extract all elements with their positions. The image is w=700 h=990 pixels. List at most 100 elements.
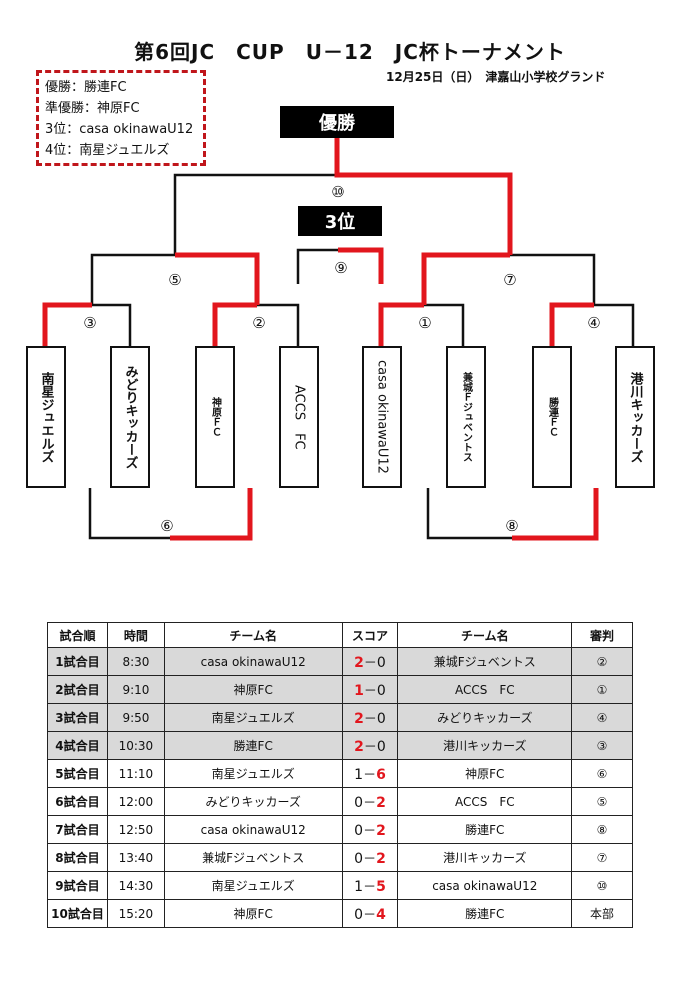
match-number-5: ⑤ (168, 271, 182, 289)
team-a-cell: 兼城Fジュベントス (163, 843, 343, 872)
score-dash: － (363, 824, 377, 839)
score-dash: － (363, 796, 377, 811)
team-box-8: 港川キッカーズ (615, 346, 655, 488)
team-box-6: 兼城Ｆジュベントス (446, 346, 486, 488)
referee-cell: ② (571, 647, 633, 676)
score-dash: － (363, 712, 377, 727)
time-cell: 12:00 (106, 787, 165, 816)
referee-cell: 本部 (571, 899, 633, 928)
score-b: 2 (376, 823, 386, 839)
final-results-box: 優勝：勝連FC 準優勝：神原FC 3位：casa okinawaU12 4位：南… (36, 70, 206, 166)
team-b-cell: みどりキッカーズ (397, 703, 573, 732)
bracket-line-m10-left (173, 173, 337, 255)
time-cell: 9:10 (106, 675, 165, 704)
team-b-cell: 兼城Fジュベントス (397, 647, 573, 676)
column-header: 試合順 (47, 622, 108, 648)
win-line-m10 (334, 138, 513, 255)
match-order-cell: 5試合目 (47, 759, 108, 788)
team-a-cell: 神原FC (163, 675, 343, 704)
column-header: スコア (341, 622, 399, 648)
score-b: 5 (376, 879, 386, 895)
third-place-label: 3位 (298, 206, 382, 236)
score-a: 0 (354, 907, 364, 923)
score-cell: 1－0 (341, 675, 399, 704)
score-dash: － (363, 880, 377, 895)
referee-cell: ① (571, 675, 633, 704)
match-number-3: ③ (83, 314, 97, 332)
column-header: チーム名 (397, 622, 573, 648)
match-order-cell: 9試合目 (47, 871, 108, 900)
match-number-8: ⑧ (505, 517, 519, 535)
team-name-2: みどりキッカーズ (122, 365, 138, 469)
team-a-cell: 南星ジュエルズ (163, 759, 343, 788)
score-cell: 0－4 (341, 899, 399, 928)
win-line-m7 (421, 252, 510, 305)
time-cell: 10:30 (106, 731, 165, 760)
win-line-m6 (170, 488, 253, 541)
result-champion: 優勝：勝連FC (45, 80, 127, 95)
match-number-10: ⑩ (331, 183, 345, 201)
team-b-cell: 港川キッカーズ (397, 731, 573, 760)
referee-cell: ⑤ (571, 787, 633, 816)
score-dash: － (363, 852, 377, 867)
team-b-cell: 神原FC (397, 759, 573, 788)
score-b: 2 (376, 851, 386, 867)
score-dash: － (363, 768, 377, 783)
bracket-line-m7-right (510, 253, 596, 305)
score-b: 0 (376, 683, 386, 699)
score-b: 6 (376, 767, 386, 783)
score-a: 1 (354, 683, 364, 699)
team-b-cell: casa okinawaU12 (397, 871, 573, 900)
team-name-6: 兼城Ｆジュベントス (460, 372, 472, 462)
match-number-9: ⑨ (334, 259, 348, 277)
win-line-m8 (512, 488, 599, 541)
team-box-1: 南星ジュエルズ (26, 346, 66, 488)
referee-cell: ④ (571, 703, 633, 732)
team-box-5: casa okinawaU12 (362, 346, 402, 488)
score-cell: 0－2 (341, 843, 399, 872)
time-cell: 12:50 (106, 815, 165, 844)
column-header: 審判 (571, 622, 633, 648)
score-a: 1 (354, 879, 364, 895)
referee-cell: ③ (571, 731, 633, 760)
score-cell: 1－5 (341, 871, 399, 900)
match-number-4: ④ (587, 314, 601, 332)
team-name-4: ACCS FC (291, 384, 307, 450)
team-a-cell: casa okinawaU12 (163, 815, 343, 844)
team-a-cell: 神原FC (163, 899, 343, 928)
score-a: 1 (354, 767, 364, 783)
time-cell: 8:30 (106, 647, 165, 676)
team-b-cell: 勝連FC (397, 899, 573, 928)
bracket-line-m5-left (90, 253, 175, 305)
match-order-cell: 6試合目 (47, 787, 108, 816)
score-b: 0 (376, 655, 386, 671)
match-number-2: ② (252, 314, 266, 332)
team-a-cell: 南星ジュエルズ (163, 871, 343, 900)
bracket-line-m9-left (296, 248, 338, 284)
bracket-line-m8-left (426, 488, 512, 540)
team-b-cell: 勝連FC (397, 815, 573, 844)
match-order-cell: 3試合目 (47, 703, 108, 732)
team-name-3: 神原ＦＣ (209, 397, 221, 437)
score-a: 2 (354, 655, 364, 671)
team-a-cell: casa okinawaU12 (163, 647, 343, 676)
result-fourth: 4位：南星ジュエルズ (45, 143, 170, 158)
score-cell: 2－0 (341, 703, 399, 732)
score-b: 2 (376, 795, 386, 811)
bracket-lines (88, 173, 635, 540)
referee-cell: ⑩ (571, 871, 633, 900)
team-b-cell: ACCS FC (397, 675, 573, 704)
champion-label: 優勝 (280, 106, 394, 138)
event-date-venue: 12月25日（日） 津嘉山小学校グランド (386, 70, 606, 84)
match-number-7: ⑦ (503, 271, 517, 289)
team-box-3: 神原ＦＣ (195, 346, 235, 488)
bracket-winner-lines (42, 138, 599, 541)
score-dash: － (363, 740, 377, 755)
